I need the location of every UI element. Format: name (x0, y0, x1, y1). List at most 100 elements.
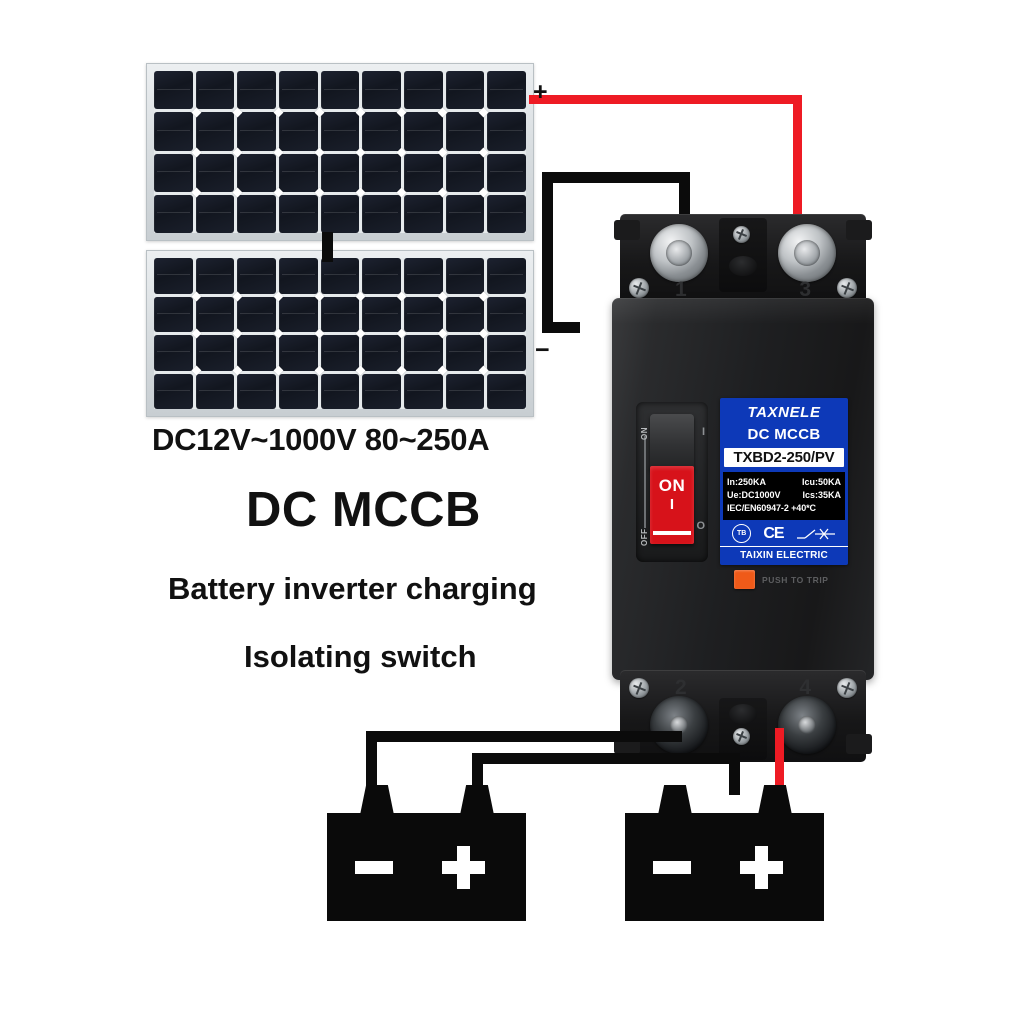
terminal-number-4: 4 (799, 676, 811, 699)
solar-cell (237, 194, 276, 233)
mount-ear (614, 220, 640, 240)
wire-series-link-horizontal (472, 753, 740, 764)
solar-cell (487, 373, 526, 409)
page-title: DC MCCB (246, 483, 481, 537)
solar-cell (445, 112, 485, 151)
push-to-trip[interactable]: PUSH TO TRIP (734, 570, 829, 589)
solar-cell (154, 335, 193, 371)
cover-screw[interactable] (837, 678, 857, 698)
wire-negative-vertical-right (679, 172, 690, 238)
company-name: TAIXIN ELECTRIC (720, 546, 848, 565)
battery-minus-symbol (355, 861, 393, 874)
wire-positive-vertical (793, 95, 802, 235)
solar-cell (445, 335, 485, 371)
solar-cell (237, 296, 276, 332)
mid-screw[interactable] (733, 226, 750, 243)
mount-ear (846, 220, 872, 240)
battery-positive-post (758, 785, 792, 815)
switch-label-on: ON (640, 427, 649, 440)
solar-cell (487, 194, 526, 233)
wire-series-link-right (729, 753, 740, 795)
solar-cell (404, 153, 443, 192)
solar-cell (279, 373, 318, 409)
breaker-body: ON OFF I O ON I TAXNELE DC MCCB TXBD2-25… (612, 298, 874, 680)
battery-plus-symbol-bar (442, 861, 485, 874)
wire-battery-positive (775, 728, 784, 796)
tb-cert-icon: TB (732, 524, 752, 544)
wire-battery-negative-horizontal (366, 731, 682, 742)
solar-cell (279, 112, 318, 151)
nameplate-label: TAXNELE DC MCCB TXBD2-250/PV In:250KA Ic… (720, 398, 848, 566)
solar-cell (237, 71, 276, 110)
cover-screw[interactable] (629, 278, 649, 298)
switch-on-block[interactable]: ON I (650, 466, 694, 544)
battery-2 (625, 785, 824, 921)
terminal-lug-1[interactable] (650, 224, 708, 282)
solar-cell (237, 335, 276, 371)
solar-cell (320, 194, 360, 233)
wire-battery-negative-vertical (366, 731, 377, 795)
positive-sign-top: + (533, 78, 548, 106)
wire-negative-vertical-panel (542, 172, 553, 332)
mount-ear (846, 734, 872, 754)
solar-cell (445, 258, 485, 294)
feature-line-1: Battery inverter charging (168, 571, 537, 606)
solar-cell (445, 296, 485, 332)
solar-cell (237, 373, 276, 409)
solar-cell (362, 194, 401, 233)
solar-cell (154, 373, 193, 409)
mid-hole (729, 704, 757, 724)
ce-mark-icon: CE (763, 524, 784, 542)
solar-cell (445, 71, 485, 110)
solar-cell (279, 194, 318, 233)
switch-scale: ON OFF (639, 418, 649, 546)
voltage-current-range: DC12V~1000V 80~250A (152, 422, 490, 457)
spec-block: In:250KA Icu:50KA Ue:DC1000V Ics:35KA IE… (723, 472, 845, 521)
solar-cell (195, 153, 235, 192)
solar-cell (195, 112, 235, 151)
solar-cell (404, 112, 443, 151)
battery-positive-post (460, 785, 494, 815)
solar-cell (487, 71, 526, 110)
solar-cell (362, 335, 401, 371)
terminal-block-top: 1 3 (614, 214, 872, 306)
switch-label-off: OFF (640, 528, 649, 547)
circuit-symbol-icon (796, 528, 835, 540)
cover-screw[interactable] (837, 278, 857, 298)
wire-negative-horizontal-bottom (542, 322, 580, 333)
solar-cell (279, 335, 318, 371)
solar-cell (404, 296, 443, 332)
solar-cell (195, 335, 235, 371)
wire-negative-horizontal-top (542, 172, 690, 183)
solar-cell (154, 194, 193, 233)
cover-screw[interactable] (629, 678, 649, 698)
battery-minus-symbol (653, 861, 691, 874)
solar-cell (320, 335, 360, 371)
battery-1 (327, 785, 526, 921)
solar-cell (195, 373, 235, 409)
certification-row: TB CE (720, 520, 848, 546)
solar-cell (195, 71, 235, 110)
solar-cell (195, 258, 235, 294)
terminal-block-bottom: 2 4 (614, 670, 872, 762)
terminal-lug-2[interactable] (650, 696, 708, 754)
solar-cell (279, 71, 318, 110)
spec-ue: Ue:DC1000V (727, 490, 781, 501)
solar-cell (320, 153, 360, 192)
solar-cell (320, 71, 360, 110)
solar-cell (320, 258, 360, 294)
solar-cell (154, 258, 193, 294)
breaker-switch[interactable]: ON OFF I O ON I (636, 402, 708, 562)
terminal-lug-4[interactable] (778, 696, 836, 754)
battery-negative-post (360, 785, 394, 815)
solar-cell (487, 296, 526, 332)
spec-row-voltage: Ue:DC1000V Ics:35KA (727, 489, 841, 502)
solar-cell (195, 296, 235, 332)
switch-lever[interactable] (650, 414, 694, 470)
battery-plus-symbol-bar (740, 861, 783, 874)
solar-cell (237, 112, 276, 151)
trip-button[interactable] (734, 570, 755, 589)
mid-screw[interactable] (733, 728, 750, 745)
negative-sign-top: − (535, 336, 550, 364)
terminal-lug-3[interactable] (778, 224, 836, 282)
